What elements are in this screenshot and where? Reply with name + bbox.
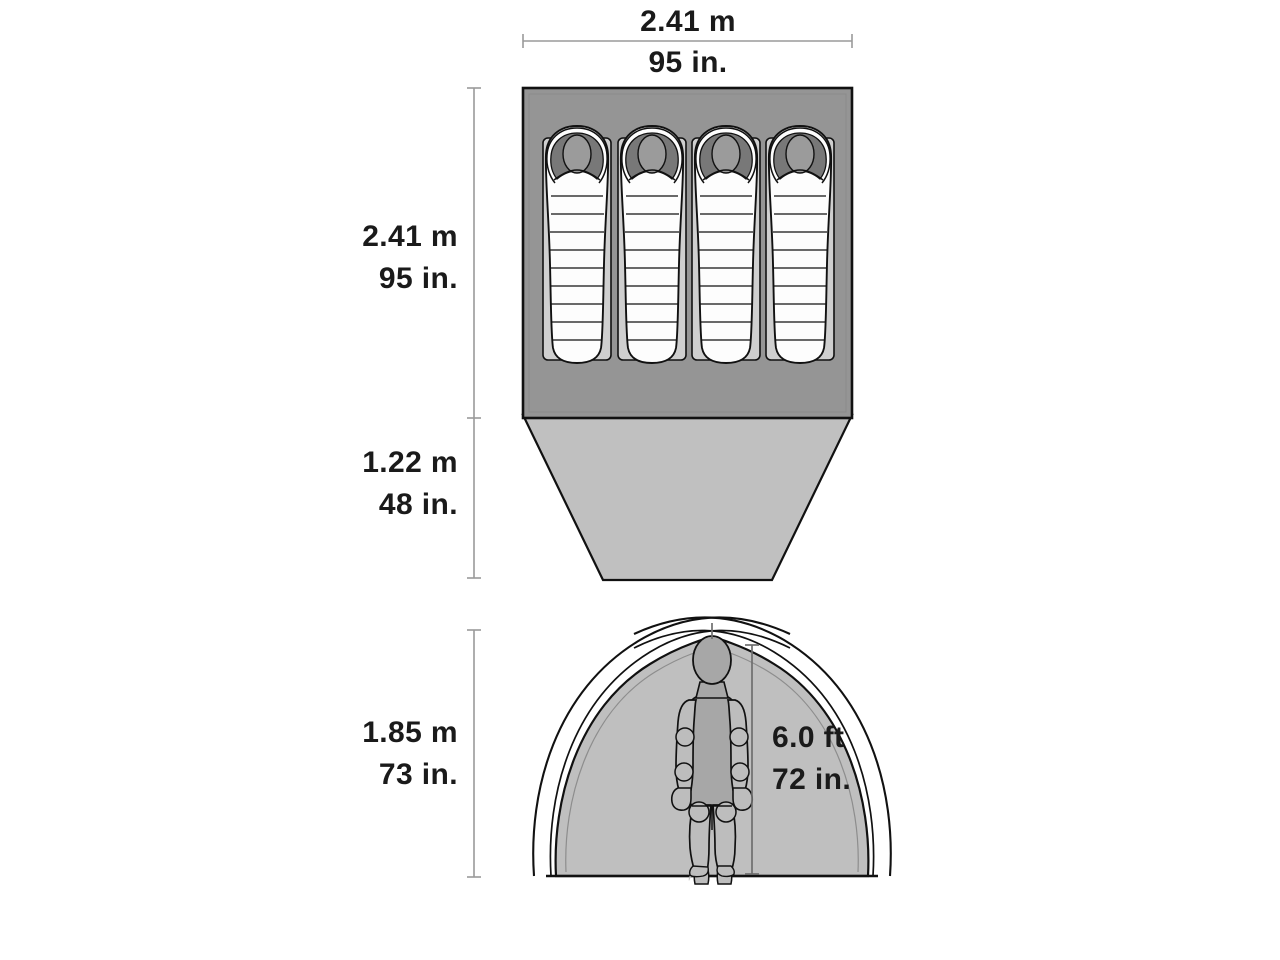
elevation-view: 6.0 ft 72 in. <box>532 616 892 885</box>
width-imperial-label: 95 in. <box>648 46 727 79</box>
person-hand-left <box>670 787 692 811</box>
person-elbow-right <box>729 727 749 747</box>
person-foot-left <box>688 865 709 878</box>
sleeping-bag-3 <box>691 125 761 364</box>
peak-height-metric-label: 1.85 m <box>362 716 458 749</box>
sleeping-bag-2 <box>617 125 687 364</box>
person-knee-left <box>688 801 710 823</box>
elevation-vertical-dimension-group: 1.85 m 73 in. <box>362 629 481 878</box>
sleeping-bag-4 <box>765 125 835 364</box>
sleeping-bag-1 <box>542 125 612 364</box>
vestibule-depth-imperial-label: 48 in. <box>379 488 458 521</box>
pole-arc-right-inner <box>633 629 875 877</box>
person-height-dimension-group <box>711 623 759 875</box>
person-height-in-label: 72 in. <box>772 763 851 796</box>
person-neck <box>694 681 730 699</box>
person-head <box>692 635 732 685</box>
person-height-ft-label: 6.0 ft <box>772 721 844 754</box>
vestibule-depth-metric-label: 1.22 m <box>362 446 458 479</box>
floor-length-metric-label: 2.41 m <box>362 220 458 253</box>
width-dimension-group: 2.41 m 95 in. <box>522 5 853 79</box>
peak-height-imperial-label: 73 in. <box>379 758 458 791</box>
vestibule-area <box>521 413 854 582</box>
person-wrist-right <box>730 762 750 782</box>
person-figure <box>670 635 754 885</box>
floor-length-imperial-label: 95 in. <box>379 262 458 295</box>
pole-arc-left-inner <box>549 629 791 877</box>
plan-vertical-dimension-group: 2.41 m 95 in. 1.22 m 48 in. <box>362 87 481 579</box>
person-wrist-left <box>674 762 694 782</box>
person-foot-right <box>716 865 735 878</box>
floor-plan-view <box>521 86 854 582</box>
floor-inner-edge <box>528 93 847 413</box>
person-hand-right <box>732 787 754 811</box>
pole-arc-right-outer <box>633 616 892 877</box>
pole-arc-left-outer <box>532 616 791 877</box>
person-elbow-left <box>675 727 695 747</box>
person-knee-right <box>715 801 737 823</box>
width-metric-label: 2.41 m <box>640 5 736 38</box>
